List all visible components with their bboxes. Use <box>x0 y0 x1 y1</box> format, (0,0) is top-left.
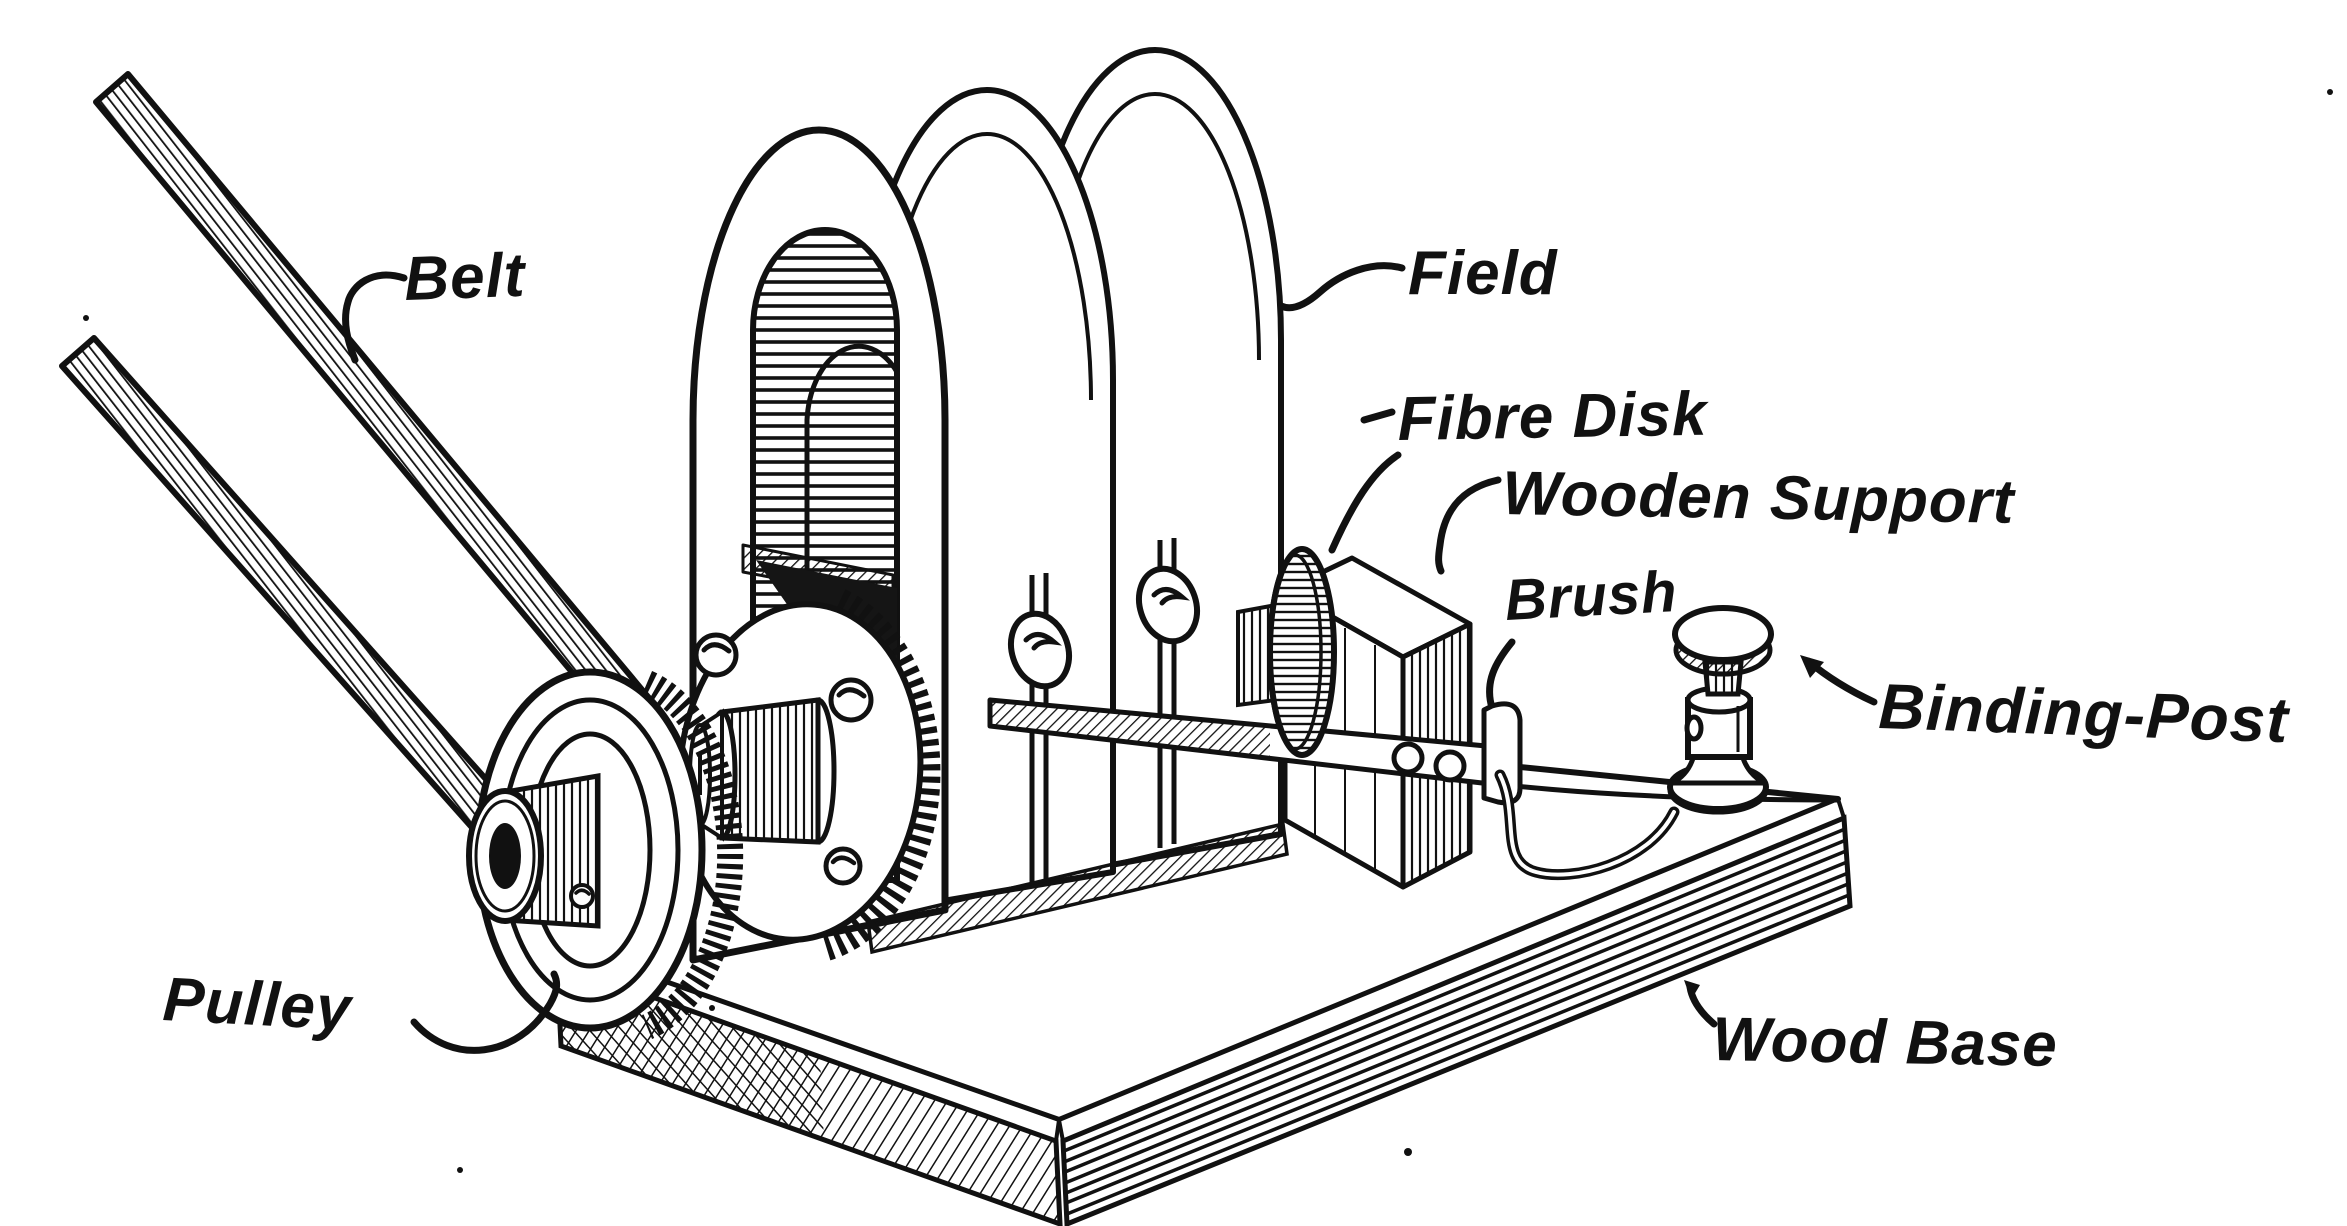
wooden-support-leader-line <box>1435 476 1502 575</box>
label-field: Field <box>1408 239 1558 308</box>
pulley-set-screw <box>569 883 595 909</box>
binding-post-wire-hole <box>1684 714 1704 742</box>
field-foot-strip <box>866 821 1289 955</box>
binding-post <box>1667 605 1774 815</box>
belt-upper-run <box>93 71 667 747</box>
leader-lines <box>342 262 1878 1054</box>
label-pulley: Pulley <box>161 965 356 1044</box>
field-window-inner-arch-line <box>804 343 900 880</box>
belt-lower-run <box>59 335 511 835</box>
end-plate-screw-slot-3 <box>830 855 857 866</box>
end-plate-screw-slot-2 <box>836 687 867 699</box>
binding-post-head <box>1672 605 1774 663</box>
label-binding-post: Binding-Post <box>1878 670 2292 756</box>
brush-screw-1 <box>1391 741 1425 775</box>
belt-leader-line <box>342 271 408 364</box>
tie-rod-screw-head-1 <box>1008 610 1072 690</box>
wood-base-leader-arrowhead <box>1684 980 1700 1000</box>
brush-terminal <box>1481 701 1523 806</box>
end-plate-screw-2 <box>828 677 874 723</box>
wire <box>1494 769 1680 881</box>
label-fibre-disk: Fibre Disk <box>1397 380 1710 454</box>
armature-teeth-ring <box>821 589 941 961</box>
ink-specks <box>83 89 2333 1173</box>
brush-leader-line <box>1486 638 1516 708</box>
end-plate-screw-slot-1 <box>701 642 732 654</box>
binding-post-skirt <box>1669 752 1767 786</box>
labels: Belt Field Fibre Disk Wooden Support Bru… <box>161 239 2291 1080</box>
fibre-disk <box>1267 546 1337 758</box>
pulley <box>466 668 744 1039</box>
pulley-groove-ticks <box>641 671 744 1039</box>
wood-base-right-face-grain <box>1063 827 1850 1216</box>
tie-rods <box>1008 538 1200 888</box>
fibre-disk-leader-line <box>1328 451 1402 554</box>
tie-rod-screw-head-2 <box>1136 565 1200 645</box>
tie-rod-screw-slot-2 <box>1151 587 1190 606</box>
field-leader-line <box>1277 262 1406 312</box>
brush-strip-hatch <box>992 702 1270 758</box>
label-belt: Belt <box>403 241 528 314</box>
end-plate-screw-1 <box>693 632 739 678</box>
brush-screw-2 <box>1433 749 1467 783</box>
tie-rod-screw-slot-1 <box>1023 632 1062 651</box>
pulley-leader-line <box>410 970 561 1054</box>
label-wood-base: Wood Base <box>1712 1005 2059 1080</box>
fibre-disk-leader-dash <box>1360 408 1396 424</box>
pulley-shaft-hole <box>489 823 521 889</box>
binding-post-leader-arrowhead <box>1800 655 1824 678</box>
label-wooden-support: Wooden Support <box>1502 459 2017 537</box>
end-plate-screw-3 <box>823 846 863 886</box>
label-brush: Brush <box>1503 559 1679 633</box>
brush <box>987 697 1523 806</box>
